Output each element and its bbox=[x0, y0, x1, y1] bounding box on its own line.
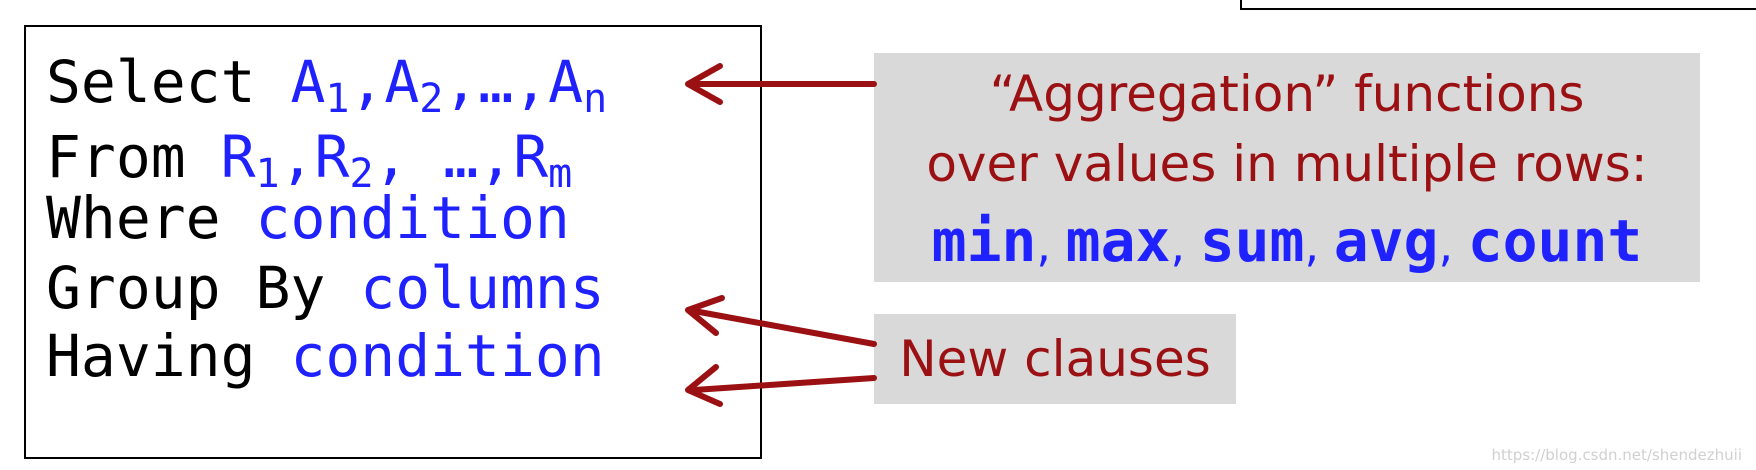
new-clauses-box: New clauses bbox=[874, 314, 1236, 404]
group-by-columns: columns bbox=[360, 254, 605, 322]
arrow-to-group-by bbox=[691, 308, 877, 347]
arrow-to-having bbox=[691, 375, 877, 393]
func-max: max bbox=[1065, 207, 1171, 275]
func-avg: avg bbox=[1333, 207, 1439, 275]
select-keyword: Select bbox=[46, 48, 256, 116]
arrow-head-select bbox=[685, 63, 723, 105]
group-by-line: Group By columns bbox=[46, 253, 605, 323]
aggregation-note-box: “Aggregation” functions over values in m… bbox=[874, 53, 1700, 282]
partial-frame bbox=[1240, 0, 1756, 10]
func-min: min bbox=[931, 207, 1037, 275]
from-keyword: From bbox=[46, 123, 186, 191]
where-condition: condition bbox=[255, 184, 570, 252]
aggregation-note-line2: over values in multiple rows: bbox=[926, 135, 1648, 193]
arrow-head-group-by bbox=[685, 295, 725, 336]
func-sum: sum bbox=[1199, 207, 1305, 275]
where-keyword: Where bbox=[46, 184, 221, 252]
select-attributes: A1,A2,…,An bbox=[290, 48, 608, 122]
where-line: Where condition bbox=[46, 183, 570, 253]
sql-query-box: Select A1,A2,…,An From R1,R2, …,Rm Where… bbox=[24, 25, 762, 459]
aggregation-functions-list: min, max, sum, avg, count bbox=[931, 207, 1643, 275]
select-line: Select A1,A2,…,An bbox=[46, 47, 608, 122]
from-relations: R1,R2, …,Rm bbox=[220, 123, 573, 197]
having-condition: condition bbox=[290, 322, 605, 390]
group-by-keyword: Group By bbox=[46, 254, 326, 322]
aggregation-note-line1: “Aggregation” functions bbox=[989, 65, 1585, 123]
arrow-head-having bbox=[685, 364, 723, 407]
func-count: count bbox=[1467, 207, 1643, 275]
watermark: https://blog.csdn.net/shendezhuii bbox=[1491, 446, 1742, 464]
having-keyword: Having bbox=[46, 322, 256, 390]
having-line: Having condition bbox=[46, 321, 605, 391]
from-line: From R1,R2, …,Rm bbox=[46, 122, 573, 197]
